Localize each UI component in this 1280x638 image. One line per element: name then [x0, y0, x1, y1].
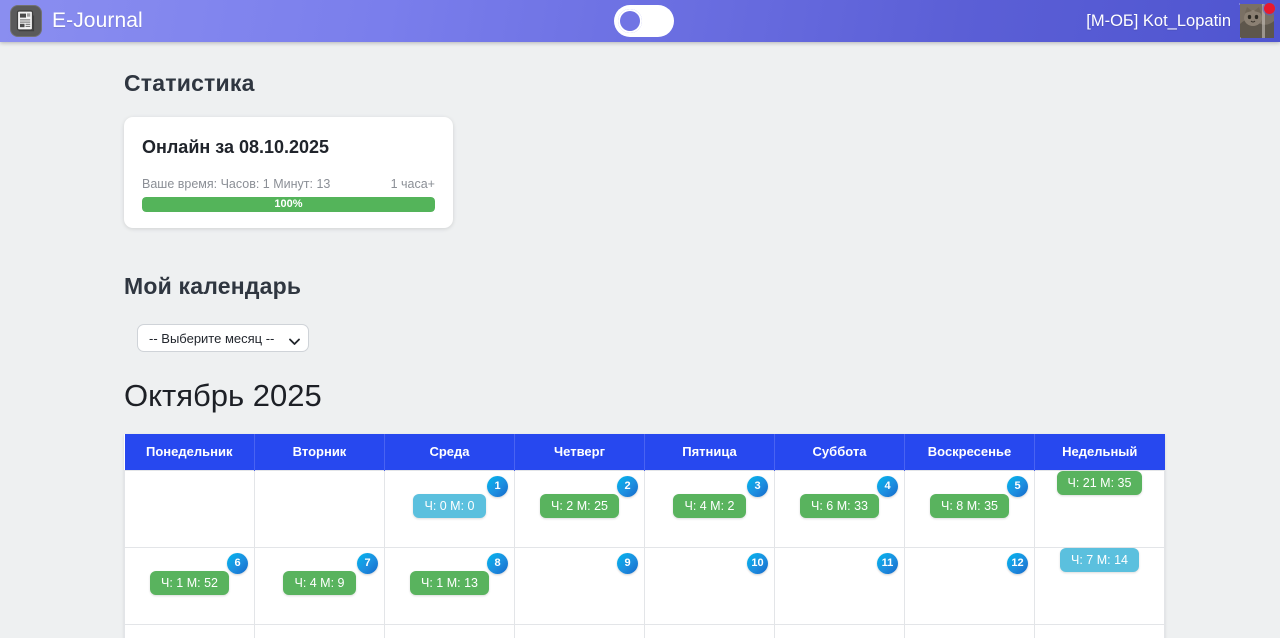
brand-title: E-Journal — [52, 9, 143, 32]
day-time-pill: Ч: 4 М: 9 — [283, 570, 356, 595]
calendar-column-header-7: Недельный — [1034, 434, 1165, 470]
calendar-day-cell[interactable]: 9 — [514, 546, 645, 625]
journal-icon — [10, 5, 42, 37]
stat-goal-label: 1 часа+ — [390, 177, 435, 191]
day-time-pill: Ч: 1 М: 52 — [150, 570, 229, 595]
day-number-badge: 5 — [1007, 475, 1028, 497]
calendar-day-cell[interactable] — [254, 469, 385, 548]
weekly-total-pill: Ч: 7 М: 14 — [1060, 547, 1139, 572]
calendar-column-header-6: Воскресенье — [904, 434, 1035, 470]
calendar-column-header-4: Пятница — [644, 434, 775, 470]
progress-bar: 100% — [142, 197, 435, 212]
calendar-day-cell[interactable] — [124, 623, 255, 638]
day-number-badge: 8 — [487, 552, 508, 574]
avatar[interactable] — [1240, 3, 1275, 38]
day-time-pill: Ч: 6 М: 33 — [800, 493, 879, 518]
weekly-total-cell: Ч: 7 М: 14 — [1034, 546, 1165, 625]
calendar-day-cell[interactable] — [904, 623, 1035, 638]
calendar-day-cell[interactable] — [774, 623, 905, 638]
day-time-pill: Ч: 0 М: 0 — [413, 493, 486, 518]
calendar-day-cell[interactable] — [254, 623, 385, 638]
page-body: Статистика Онлайн за 08.10.2025 Ваше вре… — [0, 42, 1280, 638]
calendar-column-header-5: Суббота — [774, 434, 905, 470]
toggle-knob — [618, 9, 642, 33]
online-stat-card: Онлайн за 08.10.2025 Ваше время: Часов: … — [124, 117, 453, 228]
day-time-pill: Ч: 1 М: 13 — [410, 570, 489, 595]
day-number-badge: 2 — [617, 475, 638, 497]
calendar-week-row — [124, 623, 1165, 638]
stat-card-heading: Онлайн за 08.10.2025 — [142, 137, 330, 157]
calendar-column-header-2: Среда — [384, 434, 515, 470]
calendar-day-cell[interactable]: 11 — [774, 546, 905, 625]
calendar-day-cell[interactable]: 12 — [904, 546, 1035, 625]
calendar-day-cell[interactable] — [514, 623, 645, 638]
status-dot — [1264, 3, 1275, 14]
day-time-pill: Ч: 2 М: 25 — [540, 493, 619, 518]
day-number-badge: 10 — [747, 552, 768, 574]
user-name: [М-ОБ] Kot_Lopatin — [1086, 11, 1231, 30]
top-navbar: E-Journal [М-ОБ] Kot_Lopatin — [0, 0, 1280, 42]
day-number-badge: 11 — [877, 552, 898, 574]
theme-toggle-switch[interactable] — [614, 5, 674, 37]
weekly-total-cell — [1034, 623, 1165, 638]
day-time-pill: Ч: 4 М: 2 — [673, 493, 746, 518]
day-number-badge: 9 — [617, 552, 638, 574]
calendar-day-cell[interactable] — [384, 623, 515, 638]
calendar-day-cell[interactable]: 10 — [644, 546, 775, 625]
stat-card-meta: Ваше время: Часов: 1 Минут: 13 1 часа+ — [142, 177, 435, 191]
page-title-calendar: Мой календарь — [124, 273, 302, 299]
page-title-statistics: Статистика — [124, 70, 255, 96]
calendar-column-header-3: Четверг — [514, 434, 645, 470]
calendar-day-cell[interactable] — [644, 623, 775, 638]
day-time-pill: Ч: 8 М: 35 — [930, 493, 1009, 518]
calendar-day-cell[interactable] — [124, 469, 255, 548]
user-area[interactable]: [М-ОБ] Kot_Lopatin — [1086, 3, 1280, 38]
weekly-total-pill: Ч: 21 М: 35 — [1056, 470, 1143, 495]
month-select[interactable]: -- Выберите месяц -- — [137, 324, 309, 352]
weekly-total-cell: Ч: 21 М: 35 — [1034, 469, 1165, 548]
calendar-column-header-0: Понедельник — [124, 434, 255, 470]
brand[interactable]: E-Journal — [0, 5, 143, 37]
day-number-badge: 6 — [227, 552, 248, 574]
day-number-badge: 4 — [877, 475, 898, 497]
day-number-badge: 1 — [487, 475, 508, 497]
day-number-badge: 12 — [1007, 552, 1028, 574]
calendar-column-header-1: Вторник — [254, 434, 385, 470]
day-number-badge: 3 — [747, 475, 768, 497]
progress-bar-fill: 100% — [142, 197, 435, 212]
stat-time-label: Ваше время: Часов: 1 Минут: 13 — [142, 177, 331, 191]
month-heading: Октябрь 2025 — [124, 378, 322, 413]
day-number-badge: 7 — [357, 552, 378, 574]
month-select-wrapper: -- Выберите месяц -- — [137, 324, 1280, 352]
